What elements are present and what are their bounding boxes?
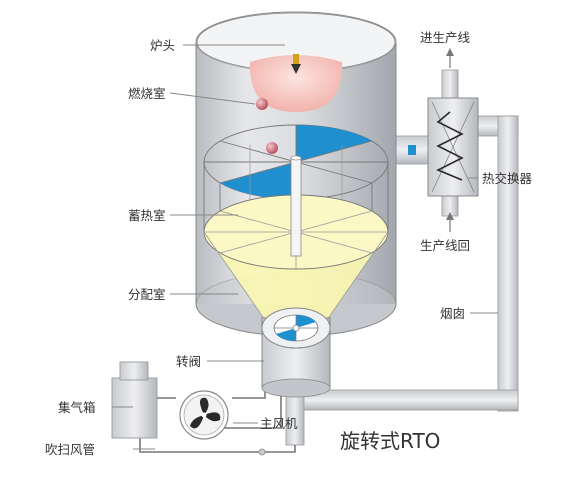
label-return-line: 生产线回	[420, 238, 470, 253]
label-to-production-line: 进生产线	[420, 30, 471, 45]
label-burner: 炉头	[150, 38, 175, 53]
particle-1	[256, 98, 268, 110]
sector-blue-top	[296, 124, 372, 162]
flame	[249, 55, 343, 112]
diagram-title: 旋转式RTO	[340, 429, 440, 453]
label-chimney: 烟囱	[440, 306, 465, 321]
burner-tip	[291, 64, 301, 74]
main-fan	[179, 390, 229, 440]
rotary-shaft	[290, 157, 302, 257]
sector-blue-bottom	[220, 162, 296, 200]
chimney-duct	[497, 115, 519, 412]
flow-arrows	[446, 48, 454, 232]
fan-to-valve-line	[232, 385, 266, 399]
label-purge-duct: 吹扫风管	[45, 442, 95, 457]
rotary-valve	[261, 307, 331, 398]
sensor-marker	[408, 145, 416, 155]
purge-duct-line	[139, 438, 296, 453]
valve-to-fan-line	[205, 385, 282, 429]
gas-collector	[111, 361, 158, 439]
label-rotary-valve: 转阀	[176, 354, 201, 369]
particle-2	[266, 142, 278, 154]
exhaust-duct	[299, 389, 519, 411]
label-heat-exchanger: 热交换器	[482, 171, 533, 186]
burner	[249, 54, 343, 112]
label-regenerator: 蓄热室	[128, 208, 166, 223]
duct-network	[139, 69, 519, 456]
exchanger-top-pipe	[441, 69, 459, 101]
label-gas-collector: 集气箱	[58, 400, 96, 415]
burner-nozzle	[293, 54, 299, 64]
heat-exchanger	[408, 97, 479, 197]
label-distribution-chamber: 分配室	[128, 287, 166, 302]
label-main-fan: 主风机	[260, 416, 298, 431]
leader-lines	[112, 44, 498, 450]
label-combustion-chamber: 燃烧室	[128, 86, 166, 101]
